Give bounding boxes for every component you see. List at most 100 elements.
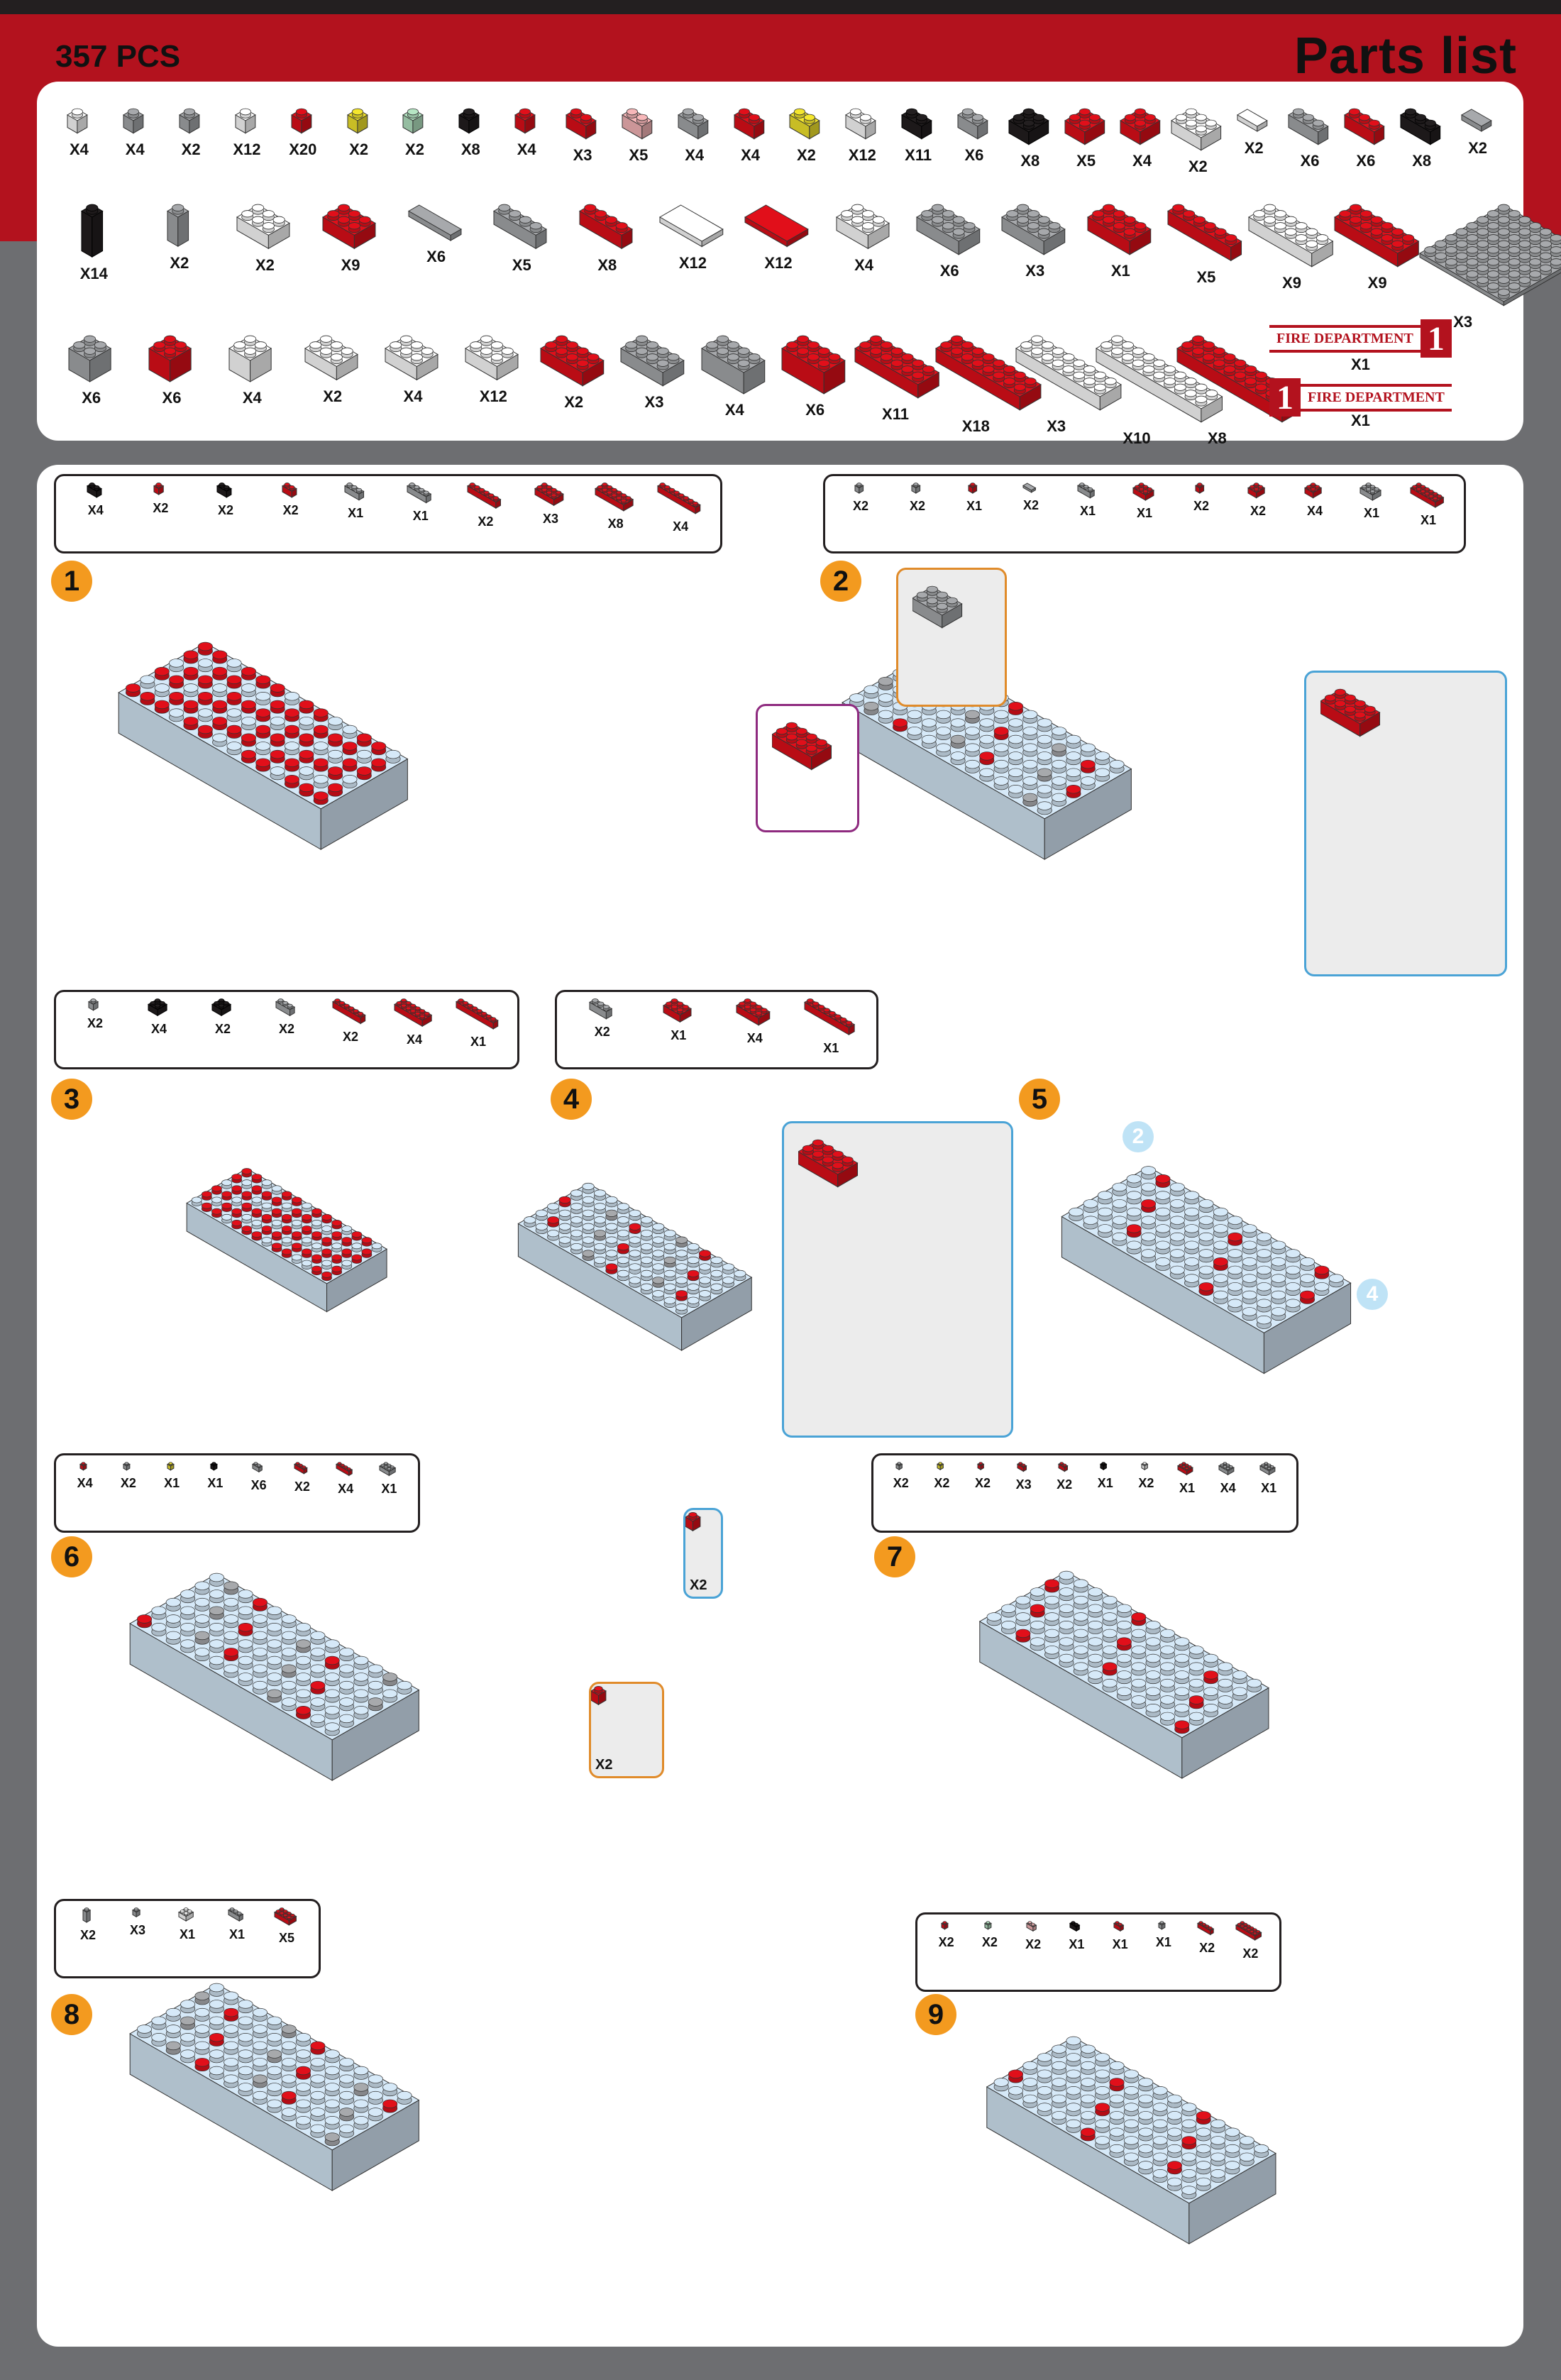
part-grey-1x2-icon: X4 (666, 106, 722, 165)
part-white-tile-icon: X2 (1226, 106, 1282, 158)
part-qty: X2 (1468, 139, 1488, 157)
step-part-red-1x8-icon: X1 (446, 996, 510, 1049)
step-part-red-2x3-icon: X1 (641, 996, 717, 1043)
step-number-badge: 4 (551, 1079, 592, 1120)
part-qty: X4 (724, 401, 744, 419)
step-7-assembly-illustration (908, 1497, 1504, 1852)
part-qty: X12 (764, 254, 793, 272)
part-qty: X14 (79, 265, 108, 282)
step-part-white-2x2-icon: X1 (162, 1905, 212, 1942)
step-part-grey-2x3-icon: X1 (368, 1460, 411, 1497)
part-white-bigtile-icon: X12 (650, 202, 736, 272)
part-yellow-1x1-icon: X2 (331, 106, 387, 159)
step-part-qty: X1 (1179, 1481, 1195, 1495)
step-part-black-corner-icon: X2 (191, 996, 255, 1037)
step-part-red-2x6-icon: X1 (1400, 480, 1457, 528)
step-part-grey-1x1-icon: X2 (106, 1460, 150, 1491)
step-part-qty: X2 (478, 514, 494, 529)
part-white-2x10-icon: X10 (1096, 334, 1223, 448)
part-grey-tile-icon: X2 (1450, 106, 1506, 158)
step-part-black-corner-icon: X4 (127, 996, 191, 1037)
step-part-red-1x4-icon: X2 (1186, 1919, 1229, 1956)
part-red-bigtile-icon: X12 (736, 202, 822, 272)
step-part-qty: X1 (164, 1476, 180, 1490)
step-part-red-1x1-icon: X4 (63, 1460, 106, 1491)
step-part-qty: X1 (823, 1041, 839, 1055)
step-part-red-2x6-icon: X8 (583, 480, 649, 531)
step-part-qty: X2 (79, 1928, 96, 1942)
part-red-2x4-icon: X1 (1078, 202, 1164, 280)
part-white-2x8-icon: X3 (1015, 334, 1122, 436)
step-part-grey-2x3-icon: X1 (1343, 480, 1400, 521)
step-part-qty: X1 (1069, 1937, 1085, 1951)
step-part-qty: X2 (1025, 1937, 1042, 1951)
part-white-slope-icon: X4 (821, 202, 907, 275)
part-qty: X12 (233, 141, 261, 158)
detail-inset (1304, 671, 1507, 976)
step-part-qty: X2 (282, 503, 299, 517)
part-white-2x3-icon: X12 (453, 334, 534, 406)
step-part-red-1x6-icon: X2 (453, 480, 519, 529)
part-qty: X5 (629, 146, 649, 164)
step-part-qty: X2 (974, 1476, 991, 1490)
part-qty: X11 (882, 405, 909, 423)
detail-inset-qty: X2 (690, 1577, 707, 1593)
step-part-qty: X2 (1250, 504, 1267, 518)
sticker-number: 1 (1269, 378, 1301, 417)
step-1-assembly-illustration (71, 553, 468, 951)
step-part-grey-1x1-icon: X2 (889, 480, 946, 514)
step-part-qty: X2 (909, 499, 926, 513)
part-qty: X4 (1132, 152, 1152, 170)
step-part-qty: X6 (250, 1478, 267, 1492)
step-part-grey-1x2-icon: X6 (237, 1460, 280, 1493)
part-red-2x10-icon: X8 (1176, 334, 1304, 448)
step-6-assembly-illustration (57, 1504, 667, 1845)
step-part-qty: X1 (381, 1482, 397, 1496)
step-part-qty: X4 (673, 519, 689, 534)
step-part-qty: X4 (77, 1476, 93, 1490)
step-part-qty: X3 (542, 512, 558, 526)
step-part-qty: X2 (278, 1022, 295, 1036)
part-qty: X2 (170, 254, 189, 272)
part-grey-2x4-icon: X3 (614, 334, 694, 412)
step-part-grey-tile-icon: X2 (1003, 480, 1059, 513)
part-qty: X8 (1412, 152, 1432, 170)
step-part-qty: X3 (129, 1923, 146, 1937)
part-red-2x8-icon: X18 (934, 334, 1042, 436)
page-title: Parts list (1294, 28, 1517, 84)
part-qty: X3 (1453, 313, 1473, 331)
step-part-red-1x4-icon: X4 (324, 1460, 368, 1497)
part-white-1x2-icon: X12 (834, 106, 890, 165)
step-part-qty: X2 (1242, 1946, 1259, 1961)
part-white-2x3-icon: X2 (222, 202, 308, 275)
step-part-black-1x1-icon: X1 (194, 1460, 237, 1491)
step-part-black-1x2-icon: X1 (1055, 1919, 1098, 1952)
part-red-1x1-icon: X20 (275, 106, 331, 159)
part-red-1x6-icon: X5 (1164, 202, 1250, 287)
part-qty: X5 (512, 256, 531, 274)
step-part-red-2x2-icon: X2 (1230, 480, 1286, 519)
part-qty: X6 (1300, 152, 1320, 170)
step-number-badge: 7 (874, 1536, 915, 1577)
step-part-grey-1x1-icon: X1 (1142, 1919, 1185, 1950)
part-qty: X5 (1196, 268, 1216, 286)
part-red-2x3-icon: X9 (308, 202, 394, 275)
step-part-red-2x6-icon: X2 (1229, 1919, 1272, 1961)
step-part-red-2x2-icon: X4 (1286, 480, 1343, 519)
step-part-qty: X2 (1199, 1941, 1215, 1955)
step-part-red-1x2-icon: X2 (258, 480, 324, 518)
fire-department-sticker-2: 1 FIRE DEPARTMENT (1269, 378, 1452, 417)
sticker-text: FIRE DEPARTMENT (1301, 383, 1452, 412)
step-part-red-1x8-icon: X1 (793, 996, 870, 1056)
step-part-black-1x2-icon: X4 (63, 480, 128, 518)
step-part-qty: X1 (1363, 506, 1380, 520)
detail-inset (896, 568, 1007, 707)
sticker-2-qty: X1 (1351, 412, 1370, 429)
part-red-2x2-icon: X4 (1114, 106, 1170, 170)
step-part-qty: X2 (87, 1016, 104, 1030)
step-part-qty: X2 (934, 1476, 950, 1490)
step-part-black-1x1-icon: X1 (1085, 1460, 1126, 1491)
